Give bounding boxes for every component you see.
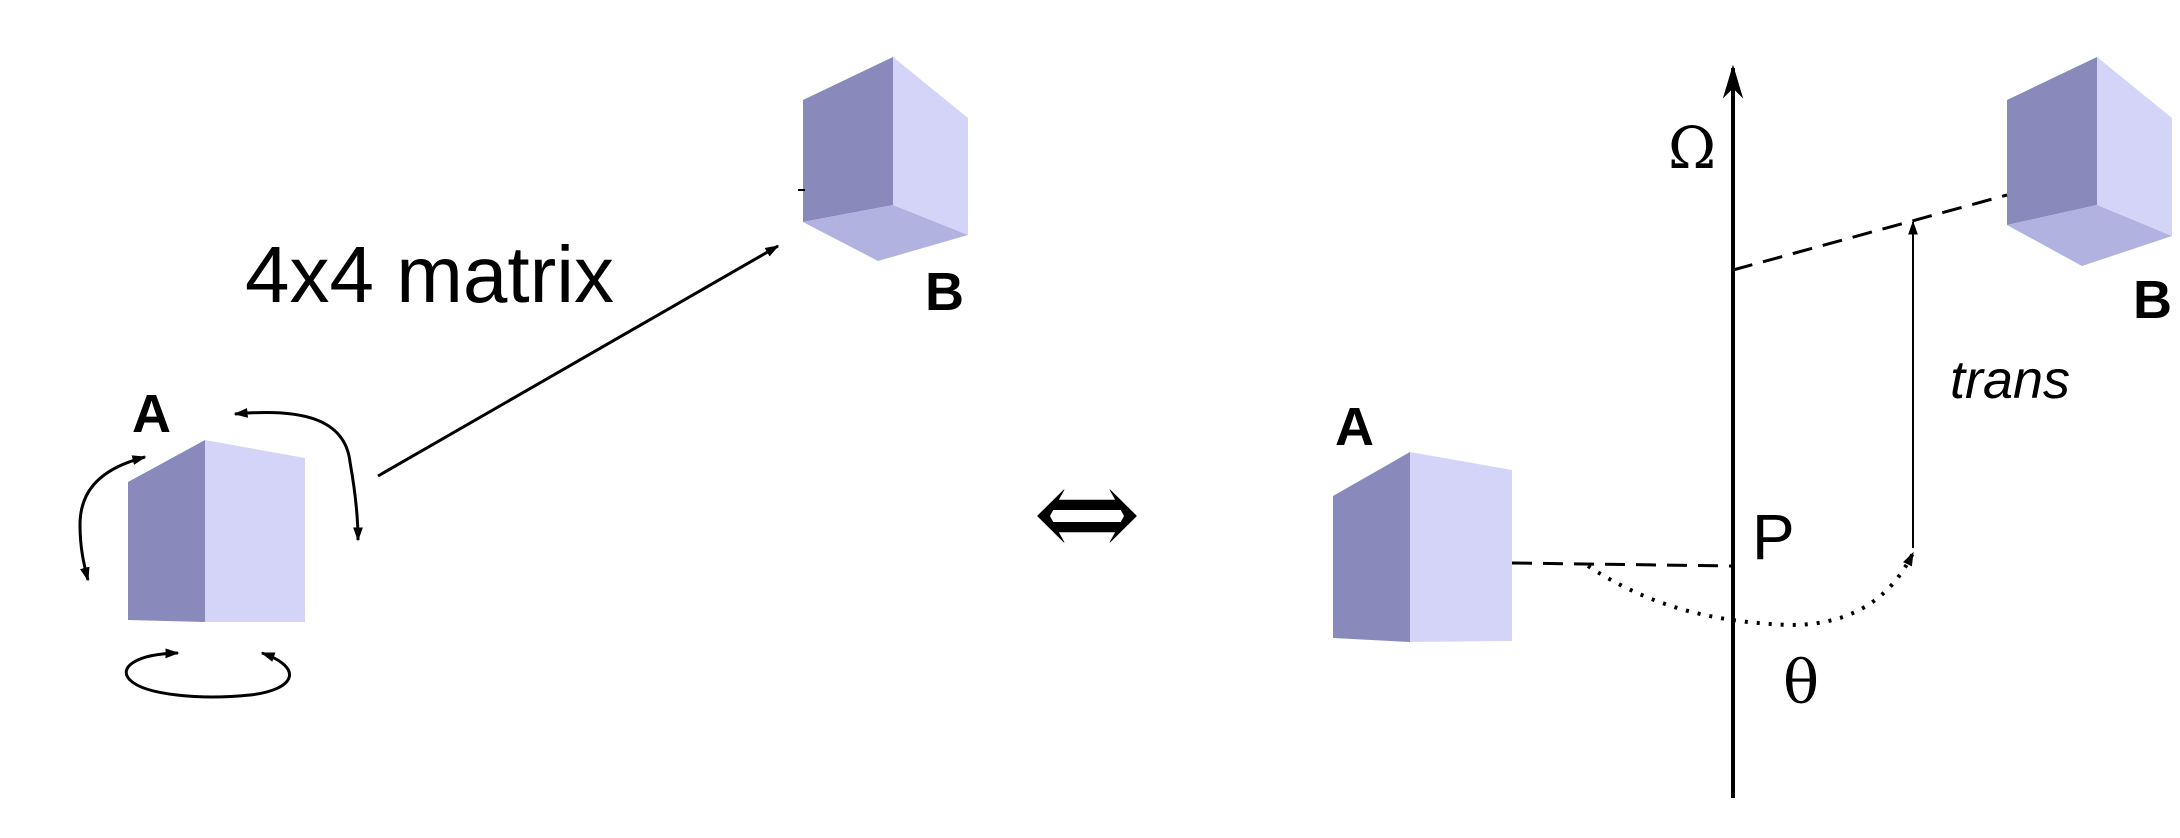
rotation-arrows <box>78 407 363 699</box>
cube-a-right-left-face <box>1333 452 1410 642</box>
matrix-label: 4x4 matrix <box>245 230 614 319</box>
dashed-line-a-to-axis <box>1511 561 1734 568</box>
axis-label-omega: Ω <box>1668 114 1716 182</box>
cube-b-right-left-face <box>2007 57 2097 225</box>
cube-b-right-bottom-face <box>2007 205 2172 266</box>
left-panel: A B 4x4 matrix <box>78 57 968 699</box>
right-panel: Ω P θ trans A B <box>1333 57 2172 798</box>
cube-b-right-right-face <box>2097 57 2172 236</box>
cube-a-right-right-face <box>1410 452 1512 642</box>
equivalence-symbol: ⇔ <box>1033 437 1142 589</box>
cube-b-label-left: B <box>925 262 964 322</box>
rotation-arrow-left <box>78 455 147 582</box>
translation-label: trans <box>1950 350 2070 410</box>
cube-b-right-face <box>893 57 968 235</box>
cube-a-left-face <box>128 440 205 622</box>
cube-a-left <box>128 440 305 622</box>
matrix-arrow <box>377 244 780 478</box>
cube-a-right <box>1333 452 1512 642</box>
rotation-arrow-top-right <box>233 407 363 542</box>
angle-label-theta: θ <box>1783 648 1819 718</box>
cube-b-label-right: B <box>2133 270 2172 330</box>
cube-a-label-right: A <box>1335 397 1374 457</box>
point-label-p: P <box>1752 501 1795 573</box>
rotation-arrow-bottom <box>124 648 291 699</box>
cube-b-right <box>2007 57 2172 266</box>
dashed-line-axis-to-b <box>1732 193 2008 272</box>
cube-b-left-face <box>803 57 893 222</box>
cube-a-right-face <box>205 440 305 622</box>
cube-b-bottom-face <box>803 205 968 261</box>
cube-a-label-left: A <box>132 384 171 444</box>
cube-b-left <box>798 57 968 261</box>
